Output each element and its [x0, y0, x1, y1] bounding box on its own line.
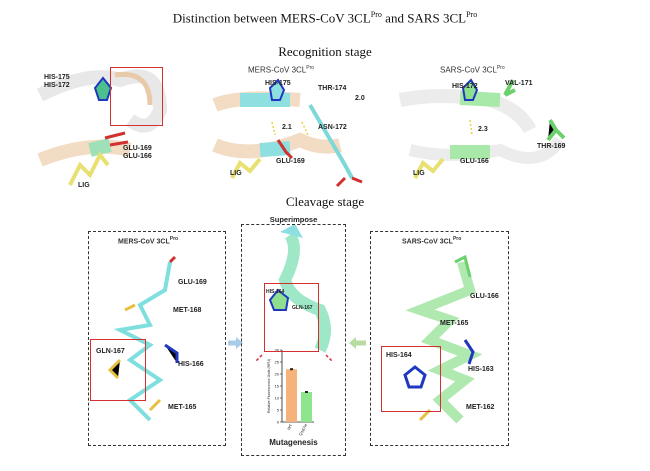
- bar-wt: [286, 369, 297, 422]
- title-text: Distinction between MERS-CoV 3CL: [172, 10, 371, 26]
- residue-label: HIS-163: [468, 366, 494, 373]
- superimpose-ribbons: [255, 224, 333, 362]
- distance-label: 2.3: [478, 126, 488, 133]
- bar-q167h: [301, 392, 312, 422]
- residue-label: GLN-167: [292, 305, 313, 311]
- header-sup: Pro: [496, 65, 505, 71]
- header-sup: Pro: [169, 236, 179, 242]
- residue-label: GLU-166: [470, 293, 499, 300]
- y-tick-label: 15: [275, 384, 280, 389]
- residue-label: GLU-169: [123, 145, 152, 152]
- superimpose-panel: [241, 224, 346, 456]
- y-tick-label: 10: [275, 396, 280, 401]
- residue-label: LIG: [230, 170, 242, 177]
- mers-cleavage-panel: [88, 231, 226, 446]
- residue-label: GLN-167: [96, 348, 125, 355]
- residue-label: GLU-169: [178, 279, 207, 286]
- residue-label: GLU-166: [123, 153, 152, 160]
- sars-recognition-header: SARS-CoV 3CLPro: [440, 65, 505, 75]
- error-bar: [290, 368, 293, 371]
- arrow-sars-to-superimpose: [349, 337, 366, 349]
- superimpose-header: Superimpose: [269, 215, 318, 224]
- sars-cleavage-sticks: [403, 254, 483, 424]
- arrow-mers-to-superimpose: [228, 337, 243, 349]
- mers-recognition-header: MERS-CoV 3CLPro: [248, 65, 314, 75]
- y-tick-label: 0: [277, 420, 280, 425]
- x-tick-label: WT: [286, 423, 294, 431]
- header-text: MERS-CoV 3CL: [118, 238, 170, 246]
- header-sup: Pro: [452, 236, 462, 242]
- mers-recognition-ribbons: [212, 78, 363, 188]
- residue-label: GLU-169: [276, 158, 305, 165]
- overlay-ribbons: [36, 69, 168, 186]
- residue-label: HIS-172: [44, 82, 70, 89]
- mutagenesis-label: Mutagenesis: [269, 438, 318, 447]
- title-sup: Pro: [370, 10, 382, 19]
- header-text: SARS-CoV 3CL: [440, 65, 497, 75]
- x-tick-label: Q167H: [298, 423, 309, 437]
- cleavage-heading: Cleavage stage: [285, 194, 365, 209]
- y-axis-label: Relative Fluorescence Units (RFU): [267, 359, 271, 413]
- residue-label: MET-168: [173, 307, 202, 314]
- residue-label: HIS-172: [452, 83, 478, 90]
- sars-cleavage-panel: [370, 231, 509, 446]
- residue-label: THR-174: [318, 85, 347, 92]
- sars-cleavage-header: SARS-CoV 3CLPro: [402, 236, 461, 245]
- mers-cleavage-header: MERS-CoV 3CLPro: [118, 236, 178, 245]
- sars-recognition-ribbons: [398, 78, 566, 179]
- residue-label: HIS-175: [265, 80, 291, 87]
- header-sup: Pro: [306, 65, 315, 71]
- residue-label: ASN-172: [318, 124, 347, 131]
- residue-label: VAL-171: [505, 80, 533, 87]
- residue-label: LIG: [78, 182, 90, 189]
- residue-label: HIS-164: [386, 352, 412, 359]
- highlight-box: [90, 339, 146, 401]
- residue-label: HIS-166: [178, 361, 204, 368]
- header-text: SARS-CoV 3CL: [402, 238, 453, 246]
- highlight-box: [264, 283, 319, 352]
- highlight-box: [381, 346, 441, 412]
- title-text-2: and SARS 3CL: [381, 10, 467, 26]
- y-tick-label: 20: [275, 372, 280, 377]
- y-tick-label: 30: [275, 348, 280, 353]
- header-text: MERS-CoV 3CL: [248, 65, 307, 75]
- figure-title: Distinction between MERS-CoV 3CLPro and …: [0, 10, 650, 26]
- highlight-box: [110, 67, 163, 126]
- y-tick-label: 5: [277, 408, 280, 413]
- recognition-heading: Recognition stage: [278, 44, 372, 59]
- residue-label: MET-165: [440, 320, 469, 327]
- title-sup-2: Pro: [466, 10, 478, 19]
- residue-label: MET-162: [466, 404, 495, 411]
- distance-label: 2.0: [355, 95, 365, 102]
- residue-label: MET-165: [168, 404, 197, 411]
- error-bar: [305, 391, 308, 393]
- residue-label: THR-169: [537, 143, 566, 150]
- residue-label: GLU-166: [460, 158, 489, 165]
- residue-label: HIS-175: [44, 74, 70, 81]
- residue-label: HIS-164: [266, 289, 285, 295]
- distance-label: 2.1: [282, 124, 292, 131]
- y-tick-label: 25: [275, 360, 280, 365]
- residue-label: LIG: [413, 170, 425, 177]
